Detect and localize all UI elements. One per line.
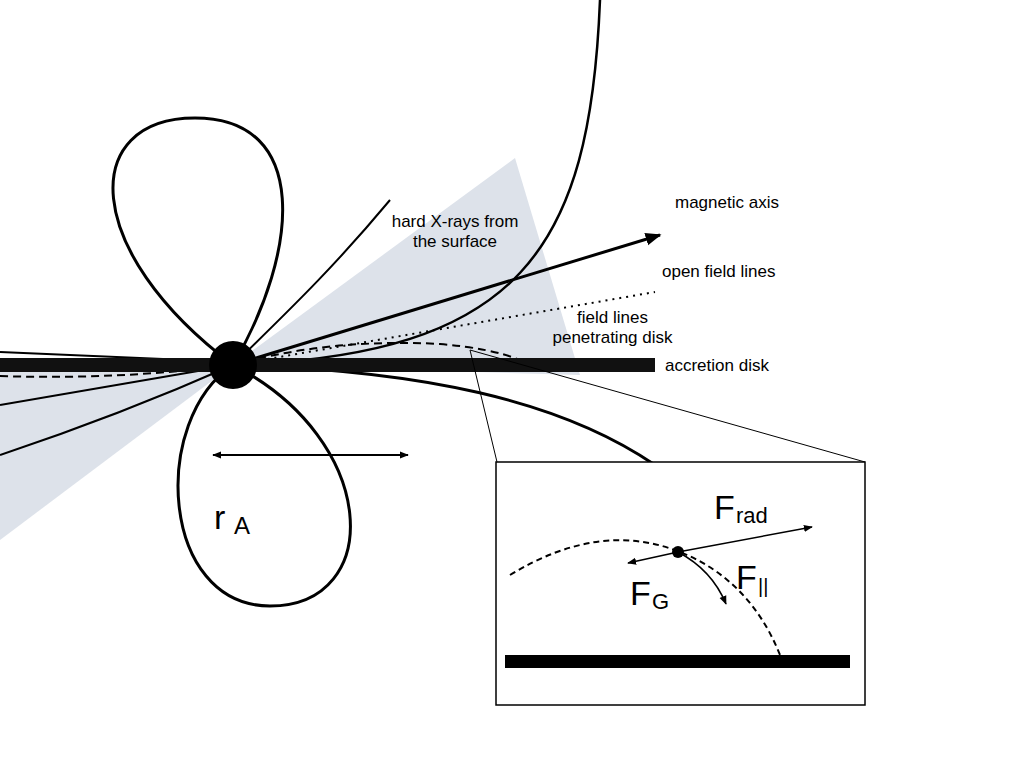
zoom-line	[470, 350, 497, 462]
symbol-subscript: G	[652, 591, 669, 613]
annotation-label: magnetic axis	[675, 193, 779, 213]
particle	[672, 546, 684, 558]
symbol-label: F	[736, 560, 757, 594]
field-line	[233, 365, 655, 465]
inset-field-line	[510, 540, 780, 655]
field-loop	[113, 118, 283, 365]
force-arrow	[628, 552, 678, 563]
accretion-disk	[0, 358, 655, 372]
field-line	[0, 365, 233, 455]
annotation-label: open field lines	[662, 262, 775, 282]
annotation-label: hard X-rays from the surface	[380, 212, 530, 251]
xray-cone	[233, 158, 580, 375]
neutron-star	[209, 341, 257, 389]
zoom-line	[470, 350, 865, 462]
inset-disk	[505, 655, 850, 668]
inset-box	[496, 462, 865, 705]
dimension-arrow	[213, 454, 408, 456]
annotation-label: field lines penetrating disk	[540, 308, 685, 347]
symbol-label: F	[630, 576, 651, 610]
field-loop	[178, 365, 350, 606]
xray-cone	[0, 365, 233, 540]
symbol-label: r	[214, 500, 225, 534]
symbol-subscript: ||	[758, 576, 768, 596]
force-arrow	[678, 552, 726, 604]
force-arrow	[678, 527, 812, 552]
annotation-label: accretion disk	[665, 356, 769, 376]
symbol-subscript: rad	[736, 505, 768, 527]
symbol-label: F	[714, 490, 735, 524]
symbol-subscript: A	[234, 514, 250, 538]
